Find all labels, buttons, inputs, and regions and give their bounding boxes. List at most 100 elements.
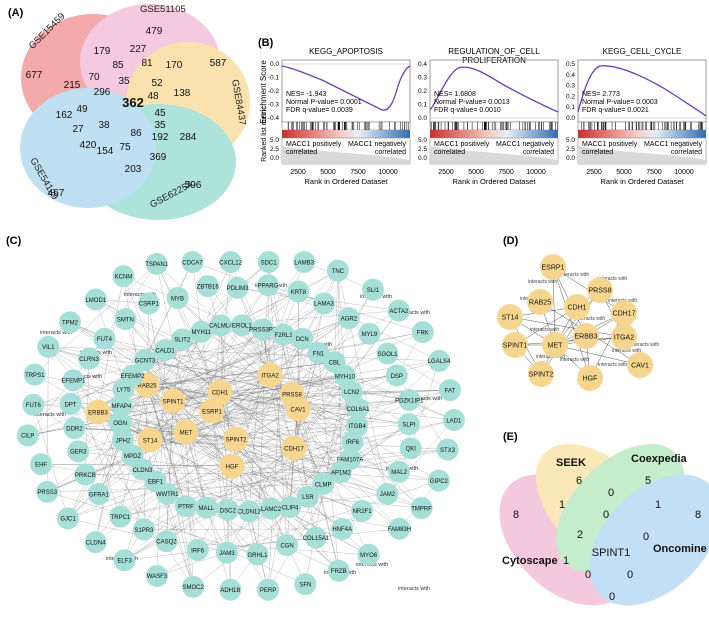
es-tick: 0.2: [418, 88, 427, 95]
venn-e-count: 0: [609, 591, 615, 603]
rank-gradient: [430, 130, 558, 138]
hub-node: RAB25: [527, 289, 553, 315]
hub-node: ESRP1: [540, 254, 566, 280]
gene-label: CDH1: [212, 390, 229, 396]
gene-label: MPDZ: [124, 454, 141, 460]
es-tick: 0.0: [566, 115, 575, 122]
metric-tick: 5.0: [270, 137, 279, 144]
gene-label: FRK: [417, 330, 429, 336]
venn-a-count: 138: [174, 88, 191, 99]
gene-label: EFEMP1: [61, 379, 86, 385]
gene-node: CILP: [17, 424, 39, 446]
gene-label: GER3: [70, 450, 87, 456]
metric-tick: 2.5: [270, 146, 279, 153]
gene-node: WASF3: [146, 565, 168, 587]
venn-a-count: 479: [146, 26, 163, 37]
gene-label: GCNT3: [135, 358, 156, 364]
edge-label: interacts with: [598, 362, 627, 368]
gene-node: SFN: [294, 573, 316, 595]
gene-label: ADH1B: [220, 588, 240, 594]
venn-e-setname-coexpedia: Coexpedia: [631, 453, 688, 465]
fdr-value: FDR q-value= 0.0039: [286, 107, 353, 114]
network-edge: [294, 303, 324, 448]
edge-label: interacts with: [398, 586, 430, 592]
gene-node: MAL2: [388, 461, 410, 483]
gene-label: CLDN4: [86, 540, 106, 546]
venn-a-count: 215: [64, 80, 81, 91]
gene-label: SLIT2: [174, 338, 191, 344]
x-tick: 2500: [290, 169, 306, 176]
venn-a-count: 48: [147, 91, 159, 102]
metric-tick: 5.0: [566, 137, 575, 144]
network-c-nodes: RAB25SPINT1ERBB3CDH1ESRP1PRSS8CAV1ITGA2S…: [17, 251, 465, 601]
venn-e-center-label: SPINT1: [592, 547, 631, 559]
venn-a-count: 35: [118, 76, 130, 87]
gene-label: RAB25: [529, 300, 551, 307]
x-axis-title: Rank in Ordered Dataset: [453, 177, 537, 186]
x-tick: 5000: [468, 169, 484, 176]
venn-a-count: 420: [80, 140, 97, 151]
p-value: Normal P-value= 0.0003: [582, 99, 658, 106]
pos-corr-label-2: correlated: [286, 149, 317, 156]
gene-node: MYL9: [358, 323, 380, 345]
gene-node: HNF4A: [331, 518, 353, 540]
hub-node: ITGA2: [611, 324, 637, 350]
x-tick: 10000: [378, 169, 398, 176]
gene-label: PERP: [260, 588, 276, 594]
gene-label: CDH17: [613, 311, 636, 318]
panel-e-label: (E): [503, 431, 518, 443]
gene-label: TRPC1: [111, 515, 131, 521]
neg-corr-label: MACC1 negatively: [644, 141, 702, 148]
es-tick: 0.0: [270, 61, 279, 68]
gene-node: TNC: [327, 260, 349, 282]
neg-corr-label: MACC1 negatively: [348, 141, 406, 148]
gene-node: FAT: [439, 379, 461, 401]
gene-node: FUT6: [22, 394, 44, 416]
gene-label: ITGA2: [261, 373, 279, 379]
gene-label: ELF3: [117, 559, 132, 565]
hub-node: MET: [542, 332, 568, 358]
gene-label: CGN: [280, 543, 293, 549]
gene-label: EHF: [35, 463, 47, 469]
gene-label: PRSS3: [37, 490, 57, 496]
gene-label: TSPAN1: [145, 262, 169, 268]
gene-label: CLDN12: [238, 510, 262, 516]
gsea-plot-2: REGULATION_OF_CELLPROLIFERATION0.40.30.2…: [418, 47, 558, 186]
venn-e-count: 1: [563, 555, 569, 567]
gsea-title: REGULATION_OF_CELL: [448, 47, 540, 56]
gene-label: FRZB: [331, 569, 347, 575]
metric-tick: 0.0: [418, 155, 427, 162]
gene-label: AGR2: [341, 316, 358, 322]
gene-label: PRSS3P2: [249, 328, 277, 334]
hit-barcode: [578, 122, 706, 130]
gene-label: ERBB3: [88, 410, 108, 416]
gene-label: MYO6: [360, 553, 378, 559]
es-tick: 0.3: [566, 83, 575, 90]
gene-node: GER3: [67, 440, 89, 462]
gene-node: DPT: [60, 393, 82, 415]
gene-label: DSC2: [220, 508, 237, 514]
venn-e-count: 0: [608, 487, 614, 499]
gene-label: ITGB4: [348, 424, 366, 430]
hub-node: HGF: [577, 365, 603, 391]
gene-label: FN1: [313, 351, 325, 357]
hub-node: CAV1: [627, 352, 653, 378]
panel-c-label: (C): [6, 235, 22, 247]
gene-label: PTRF: [178, 504, 194, 510]
gene-label: STX3: [440, 448, 456, 454]
gene-label: SFN: [299, 582, 311, 588]
hub-node: HGF: [220, 454, 245, 479]
es-tick: 0.1: [566, 104, 575, 111]
gene-node: MYB: [167, 287, 189, 309]
gene-node: LGALS4: [428, 350, 451, 372]
hub-node: ITGA2: [258, 363, 283, 388]
gene-label: MYH10: [335, 374, 356, 380]
gene-label: GIPC2: [430, 479, 449, 485]
network-edge: [232, 375, 270, 466]
x-tick: 10000: [674, 169, 694, 176]
gene-label: CASQ2: [156, 540, 177, 546]
gene-label: GFRA1: [89, 492, 110, 498]
venn-a-count: 162: [56, 110, 73, 121]
